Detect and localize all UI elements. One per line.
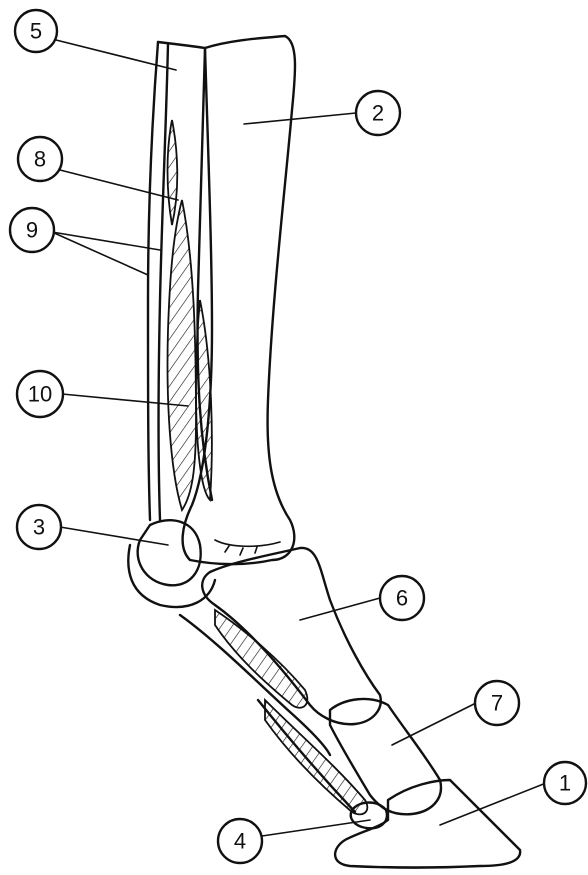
leader-2	[244, 113, 356, 124]
svg-text:5: 5	[30, 19, 42, 44]
coffin-bone	[335, 780, 520, 868]
flexor-tendon-line	[180, 615, 330, 755]
callout-5: 5	[15, 10, 57, 52]
svg-text:9: 9	[26, 218, 38, 243]
callout-9: 9	[10, 208, 54, 252]
leader-1	[440, 783, 546, 825]
hatched-region-upper	[168, 120, 178, 225]
svg-text:10: 10	[28, 382, 52, 407]
leader-9a	[52, 232, 160, 250]
hatched-region-front	[196, 300, 212, 500]
splint-bone-top	[158, 42, 205, 48]
sesamoid-bone	[138, 520, 201, 585]
svg-text:1: 1	[559, 771, 571, 796]
leader-3	[60, 527, 168, 545]
callout-4: 4	[218, 819, 262, 863]
hatched-region-pastern	[215, 610, 307, 708]
callout-2: 2	[356, 91, 400, 135]
fetlock-joint	[215, 540, 280, 555]
leader-6	[300, 598, 380, 620]
svg-text:6: 6	[396, 586, 408, 611]
callout-3: 3	[17, 505, 61, 549]
callout-10: 10	[17, 371, 63, 417]
leader-4	[262, 820, 370, 836]
callout-6: 6	[380, 576, 424, 620]
hatched-region-lower	[265, 700, 367, 814]
splint-bone-outer	[148, 42, 158, 520]
callout-7: 7	[475, 681, 519, 725]
leader-8	[60, 170, 178, 200]
svg-text:8: 8	[34, 147, 46, 172]
leader-7	[392, 703, 476, 745]
splint-bone-inner-line	[159, 44, 169, 520]
leader-9b	[52, 232, 148, 275]
svg-text:4: 4	[234, 829, 246, 854]
sesamoid-base	[128, 545, 215, 607]
svg-text:7: 7	[491, 691, 503, 716]
hatched-region-long	[168, 200, 196, 510]
svg-text:3: 3	[33, 515, 45, 540]
callout-8: 8	[18, 137, 62, 181]
svg-text:2: 2	[372, 101, 384, 126]
callout-1: 1	[544, 762, 586, 804]
